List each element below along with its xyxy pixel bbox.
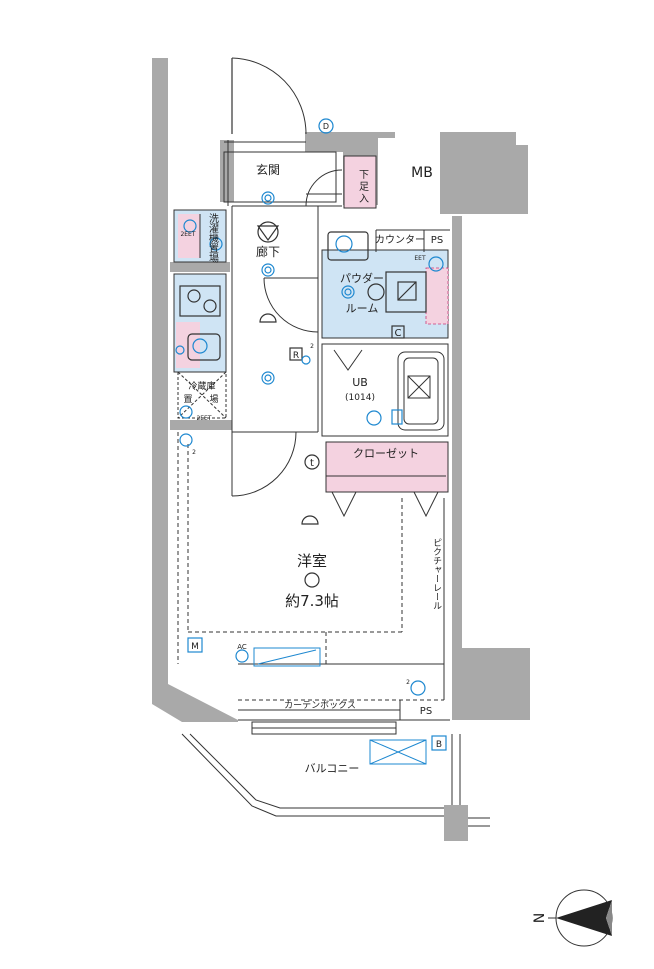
b-mark-box: [431, 735, 447, 751]
label-balcony: バルコニー: [305, 762, 360, 775]
east-wall: [452, 216, 530, 720]
label-t: t: [310, 458, 314, 469]
interior-lines: [177, 57, 490, 827]
north-wall-right: [440, 132, 528, 214]
label-powder-2: ルーム: [346, 302, 379, 315]
partition-wall-mid: [170, 420, 232, 430]
r-switch: [289, 347, 303, 361]
label-ps-bottom: PS: [420, 706, 432, 717]
powder-room-light: [341, 285, 355, 299]
ac-unit: [253, 647, 321, 667]
compass: N: [532, 889, 613, 947]
label-picture-rail: ピクチャーレール: [431, 538, 442, 610]
t-mark-circle: [304, 454, 320, 470]
label-eet-1: 2EET: [180, 231, 195, 238]
label-r: R: [293, 351, 299, 361]
label-eet-2: EET: [414, 255, 426, 262]
label-shoe-2: 足: [359, 181, 369, 193]
label-hallway: 廊下: [256, 244, 280, 259]
label-western-room: 洋室: [297, 552, 327, 570]
label-fridge-1: 冷蔵庫: [188, 380, 215, 392]
label-ac: AC: [237, 643, 247, 651]
label-fridge-2: 置: [183, 394, 192, 405]
label-powder-1: パウダー: [340, 271, 384, 285]
vanity: [327, 231, 369, 261]
label-washer-2: 濯: [209, 223, 219, 235]
label-d: D: [323, 122, 329, 131]
label-entrance: 玄関: [256, 162, 280, 177]
label-mb: MB: [411, 165, 433, 181]
label-b: B: [436, 740, 442, 750]
label-washer-4: 置: [209, 243, 219, 255]
label-shoe-1: 下: [359, 170, 369, 181]
partition-wall-wet: [170, 262, 230, 272]
outdoor-unit: [369, 739, 427, 765]
label-eet-3: 2EET: [196, 415, 211, 422]
closet-fill: [325, 441, 449, 493]
western-room-light: [304, 572, 320, 588]
label-ub: UB: [352, 376, 368, 389]
label-washer-5: 場: [209, 252, 219, 265]
entrance-box: [223, 151, 337, 203]
unit-bath-fill: [321, 343, 449, 437]
bathtub: [397, 351, 445, 431]
stove: [179, 285, 221, 317]
label-ub-size: (1014): [345, 393, 375, 403]
label-washer-1: 洗: [209, 213, 219, 225]
c-mark-box: [391, 325, 405, 339]
label-m: M: [191, 642, 199, 652]
light-entrance: [261, 191, 275, 205]
north-wall-left: [220, 140, 234, 202]
label-c: C: [395, 328, 402, 339]
label-num-2b: 2: [192, 449, 196, 456]
west-wall: [152, 58, 238, 722]
entrance-door-swing: [231, 57, 307, 135]
toilet: [367, 283, 385, 301]
compass-needle: [556, 900, 612, 936]
label-num-2a: 2: [310, 343, 314, 350]
label-shoe-3: 入: [359, 194, 369, 205]
label-area: 約7.3帖: [285, 592, 339, 610]
labels: 玄関 下 足 入 MB 廊下 洗 濯 機 置 場 2EET カウンター PS E…: [180, 122, 443, 775]
label-washer-3: 機: [209, 232, 219, 245]
compass-n-label: N: [532, 913, 548, 923]
wet-areas: [173, 155, 449, 493]
balcony-column: [444, 805, 468, 841]
fixtures: [175, 118, 447, 751]
d-mark-circle: [318, 118, 334, 134]
downlight-hall: [256, 225, 280, 242]
label-curtain-box: カーテンボックス: [284, 700, 356, 711]
label-closet: クローゼット: [353, 447, 419, 460]
structural-walls: [152, 58, 530, 841]
label-ps-top: PS: [431, 235, 443, 246]
m-mark-box: [187, 637, 203, 653]
shoe-storage-fill: [343, 155, 377, 209]
counter-pink: [425, 267, 449, 325]
label-fridge-3: 場: [209, 393, 218, 405]
label-counter: カウンター: [375, 234, 425, 246]
label-num-2c: 2: [406, 679, 410, 686]
sink: [187, 333, 221, 361]
